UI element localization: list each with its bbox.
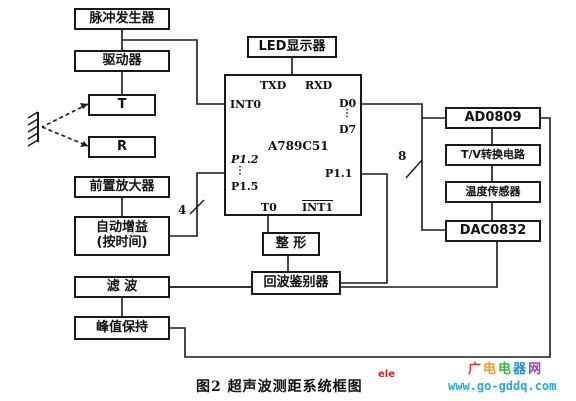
tv-converter-label: T/V转换电路 <box>460 147 526 161</box>
pulse-generator-box: 脉冲发生器 <box>74 8 170 30</box>
adc-label: AD0809 <box>464 109 522 125</box>
figure-caption: 图2 超声波测距系统框图 <box>196 379 363 395</box>
driver-label: 驱动器 <box>102 52 142 68</box>
temp-sensor-label: 温度传感器 <box>465 184 521 198</box>
filter-label: 滤 波 <box>106 278 138 294</box>
shaper-label: 整 形 <box>275 235 307 251</box>
watermark-char: 电 <box>498 362 514 377</box>
receiver-box: R <box>88 136 156 158</box>
watermark-char: 广 <box>468 362 484 377</box>
mcu-block <box>224 74 362 216</box>
tv-converter-box: T/V转换电路 <box>445 144 541 166</box>
bus-width-4: 4 <box>178 203 187 217</box>
watermark-site-name: 广电电器网 <box>468 358 543 377</box>
watermark-logo-text: ele <box>378 369 395 380</box>
peak-hold-label: 峰值保持 <box>95 319 148 335</box>
pulse-generator-label: 脉冲发生器 <box>89 10 155 26</box>
echo-discriminator-box: 回波鉴别器 <box>251 271 341 295</box>
auto-gain-box: 自动增益 (按时间) <box>74 216 170 256</box>
mcu-name: A789C51 <box>268 139 329 153</box>
auto-gain-label-line2: (按时间) <box>96 235 148 250</box>
pin-p11: P1.1 <box>325 167 353 180</box>
receiver-label: R <box>116 138 127 154</box>
filter-box: 滤 波 <box>74 276 170 298</box>
driver-box: 驱动器 <box>74 50 170 72</box>
auto-gain-label-line1: 自动增益 <box>95 220 148 236</box>
pin-d-dots: ⋮ <box>342 108 352 119</box>
dac-label: DAC0832 <box>459 222 527 238</box>
watermark-char: 电 <box>483 362 499 377</box>
pin-p1-dots: ⋮ <box>235 165 245 176</box>
bus-width-8: 8 <box>398 149 407 163</box>
dac-box: DAC0832 <box>445 220 541 242</box>
transmitter-box: T <box>88 94 156 116</box>
watermark-char: 网 <box>528 362 544 377</box>
pin-t0: T0 <box>261 201 277 214</box>
pin-rxd: RXD <box>305 79 333 92</box>
pin-d0: D0 <box>339 97 357 110</box>
pin-d7: D7 <box>339 123 357 136</box>
pin-txd: TXD <box>260 79 287 92</box>
preamplifier-label: 前置放大器 <box>89 178 155 194</box>
peak-hold-box: 峰值保持 <box>74 316 170 340</box>
pin-p15: P1.5 <box>231 180 259 193</box>
pin-p12: P1.2 <box>231 153 259 166</box>
shaper-box: 整 形 <box>262 232 320 256</box>
transmitter-label: T <box>117 96 127 112</box>
preamplifier-box: 前置放大器 <box>74 176 170 198</box>
pin-int0: INT0 <box>230 98 262 111</box>
temp-sensor-box: 温度传感器 <box>445 181 541 203</box>
adc-box: AD0809 <box>445 107 541 129</box>
echo-discriminator-label: 回波鉴别器 <box>263 274 329 290</box>
watermark-char: 器 <box>513 362 529 377</box>
led-display-label: LED显示器 <box>258 38 326 54</box>
led-display-box: LED显示器 <box>247 36 337 58</box>
watermark-url: www.go-gddq.com <box>448 379 557 393</box>
pin-int1: INT1 <box>302 201 334 214</box>
